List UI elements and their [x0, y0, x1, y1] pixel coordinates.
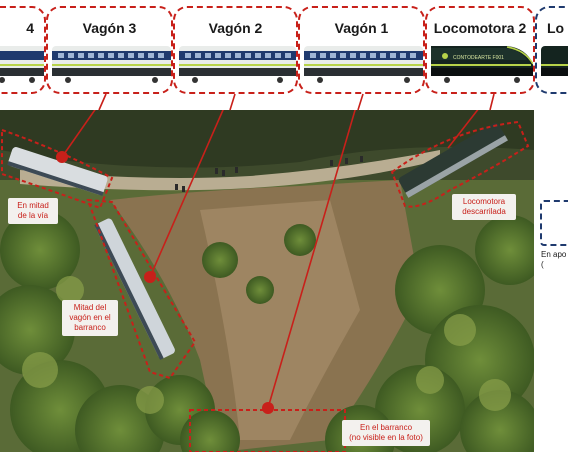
car-title: Vagón 1: [334, 20, 389, 36]
train-car-image: [304, 46, 423, 83]
locomotive-image: [541, 46, 568, 76]
legend-text: En apo (: [541, 250, 567, 269]
locomotive-text: CONTODEARTE F001: [453, 55, 504, 61]
car-title: Lo: [547, 20, 565, 36]
label-locomotora-descarrilada: Locomotora descarrilada: [452, 194, 516, 220]
label-barranco-text: En el barranco (no visible en la foto): [349, 423, 423, 442]
car-panel-locomotora-2: Locomotora 2 CONTODEARTE F001: [425, 6, 535, 94]
aerial-photo: En mitad de la vía Locomotora descarrila…: [0, 110, 534, 452]
label-mitad-via-text: En mitad de la vía: [17, 201, 49, 220]
car-title: 4: [26, 20, 34, 36]
car-title: Locomotora 2: [433, 20, 527, 36]
train-car-image: [179, 46, 296, 83]
label-locomotora-text: Locomotora descarrilada: [462, 197, 506, 216]
legend-box: [540, 200, 568, 246]
locomotive-image: CONTODEARTE F001: [431, 46, 533, 83]
label-mitad-via: En mitad de la vía: [8, 198, 58, 224]
car-title: Vagón 3: [82, 20, 137, 36]
car-title: Vagón 2: [208, 20, 263, 36]
car-panel-lo: Lo: [535, 6, 568, 94]
car-panel-4: 4: [0, 6, 46, 94]
label-barranco: En el barranco (no visible en la foto): [342, 420, 430, 446]
label-mitad-vagon: Mitad del vagón en el barranco: [62, 300, 118, 336]
train-car-image: [52, 46, 171, 83]
car-panel-vagon-1: Vagón 1: [298, 6, 425, 94]
car-panel-vagon-3: Vagón 3: [46, 6, 173, 94]
car-panel-vagon-2: Vagón 2: [173, 6, 298, 94]
aerial-photo-image: [0, 110, 534, 452]
train-car-image: [0, 46, 44, 83]
label-mitad-vagon-text: Mitad del vagón en el barranco: [69, 303, 111, 332]
